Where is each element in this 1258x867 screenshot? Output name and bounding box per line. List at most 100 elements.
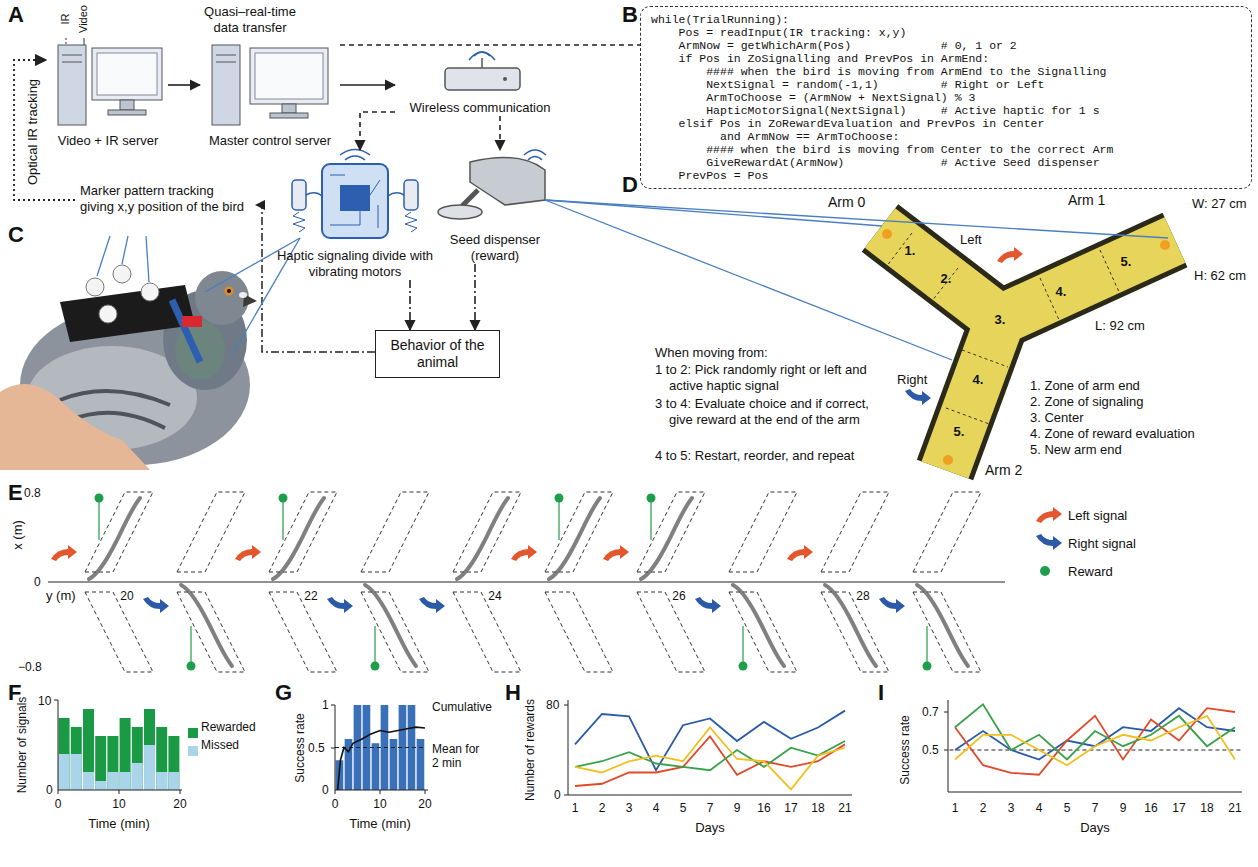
trajectory-plot-part	[89, 498, 140, 579]
y-maze-part	[880, 228, 1175, 320]
trajectory-plot-part	[177, 492, 245, 672]
label-text: 10	[112, 797, 125, 811]
label-text: 0	[554, 788, 561, 802]
leader-lines-part	[122, 236, 128, 264]
label-text: 5	[1064, 801, 1071, 815]
label-text: Quasi–real-time data transfer	[195, 4, 305, 35]
legend-swatch	[1035, 534, 1063, 552]
label-text: Arm 1	[1068, 192, 1105, 209]
trajectory-plot-part	[181, 585, 232, 666]
label-text: 10	[38, 694, 51, 708]
label-text: Number of rewards	[523, 699, 537, 801]
trajectory-plot-part	[879, 597, 905, 613]
label-text: 9	[734, 801, 741, 815]
label-text: 2.	[941, 271, 952, 287]
legend-swatch	[188, 742, 199, 760]
y-maze-part-part	[946, 408, 992, 425]
code-line: PrevPos = Pos	[651, 169, 1241, 182]
y-maze-part-part	[962, 350, 1008, 367]
label-text: 80	[546, 698, 559, 712]
pigeon-photo-part	[227, 289, 231, 293]
bar-chart-signals-part-part	[71, 727, 82, 790]
line-chart-success	[944, 700, 1242, 792]
panel-letter: E	[8, 480, 23, 506]
line-chart-rewards-part-part	[575, 741, 845, 770]
label-text: Marker pattern tracking giving x,y posit…	[80, 183, 250, 214]
label-text: Success rate	[898, 715, 912, 784]
router-icon	[445, 52, 520, 90]
master-server-icon-part	[216, 55, 236, 56]
label-text: 5.	[1121, 254, 1132, 270]
label-text: Success rate	[293, 713, 307, 782]
code-line: #### when the bird is moving from ArmEnd…	[651, 65, 1241, 78]
label-text: 26	[672, 589, 685, 603]
label-text: 3. Center	[1030, 410, 1083, 426]
y-maze-part	[945, 320, 1000, 470]
pigeon-photo	[0, 265, 257, 470]
trajectory-plot-part	[729, 492, 797, 672]
router-icon-part	[445, 68, 520, 90]
pigeon-photo-part	[239, 292, 247, 298]
dispenser-lines	[545, 200, 1168, 360]
bar-chart-signals-part	[59, 709, 180, 790]
label-text: 18	[1200, 801, 1213, 815]
router-icon-part	[503, 77, 507, 81]
bar-chart-success-part-part	[417, 739, 425, 790]
label-text: IR	[59, 14, 72, 25]
haptic-device-icon-part	[292, 180, 306, 210]
seed-dispenser-icon-part	[470, 158, 545, 206]
line-chart-success-part	[949, 704, 1240, 774]
bar-chart-signals-part-part	[120, 718, 131, 790]
node-label: Wireless communication	[395, 100, 565, 116]
seed-dispenser-icon-part	[524, 150, 546, 160]
bar-chart-signals-part-part	[59, 754, 70, 790]
label-text: 20	[120, 589, 133, 603]
y-maze-part	[880, 228, 1175, 320]
label-text: 22	[304, 589, 317, 603]
label-text: H: 62 cm	[1194, 268, 1246, 284]
panel-letter: D	[622, 172, 638, 198]
label-text: Right	[897, 372, 927, 388]
bar-chart-success	[331, 705, 428, 794]
bar-chart-signals-part-part	[144, 709, 155, 790]
trajectory-plot-part	[647, 494, 656, 541]
code-line: Pos = readInput(IR tracking: x,y)	[651, 26, 1241, 39]
label-text: 0	[46, 783, 53, 797]
label-text: y (m)	[46, 588, 76, 604]
pigeon-photo-part	[182, 316, 202, 327]
y-maze-part-part	[928, 268, 958, 306]
bar-chart-signals-part-part	[95, 781, 106, 790]
trajectory-plot-part	[365, 585, 416, 666]
master-server-icon-part	[255, 53, 323, 99]
label-text: Arm 2	[985, 462, 1022, 479]
video-server-icon-part	[62, 62, 82, 63]
label-text: 4 to 5: Restart, reorder, and repeat	[655, 448, 885, 464]
code-line: ArmToChoose = (ArmNow + NextSignal) % 3	[651, 91, 1241, 104]
trajectory-plot-part	[143, 597, 169, 613]
label-text: 16	[757, 801, 770, 815]
label-text: Number of signals	[15, 697, 29, 794]
trajectory-plot-part	[917, 585, 968, 666]
trajectory-plot-part	[923, 626, 932, 671]
label-text: Time (min)	[349, 816, 411, 832]
trajectory-plot-part	[279, 494, 288, 541]
label-text: When moving from:	[655, 345, 768, 361]
connector	[168, 84, 200, 86]
line-chart-rewards-part	[564, 700, 852, 795]
trajectory-plot-part	[695, 597, 721, 613]
node-label: Master control server	[200, 133, 340, 149]
label-text: 0.8	[24, 486, 41, 500]
trajectory-plot	[48, 492, 1005, 672]
trajectory-plot-part	[269, 492, 337, 672]
label-text: 0	[34, 575, 41, 589]
label-text: 1	[322, 698, 329, 712]
label-text: 0	[332, 797, 339, 811]
panel-letter: I	[878, 680, 884, 706]
bar-chart-signals	[54, 700, 182, 794]
trajectory-plot-part	[641, 498, 692, 579]
y-maze-part	[945, 320, 1000, 470]
pigeon-photo-part	[225, 287, 234, 296]
connector	[340, 44, 640, 46]
router-icon-part	[481, 58, 483, 68]
label-text: 17	[784, 801, 797, 815]
